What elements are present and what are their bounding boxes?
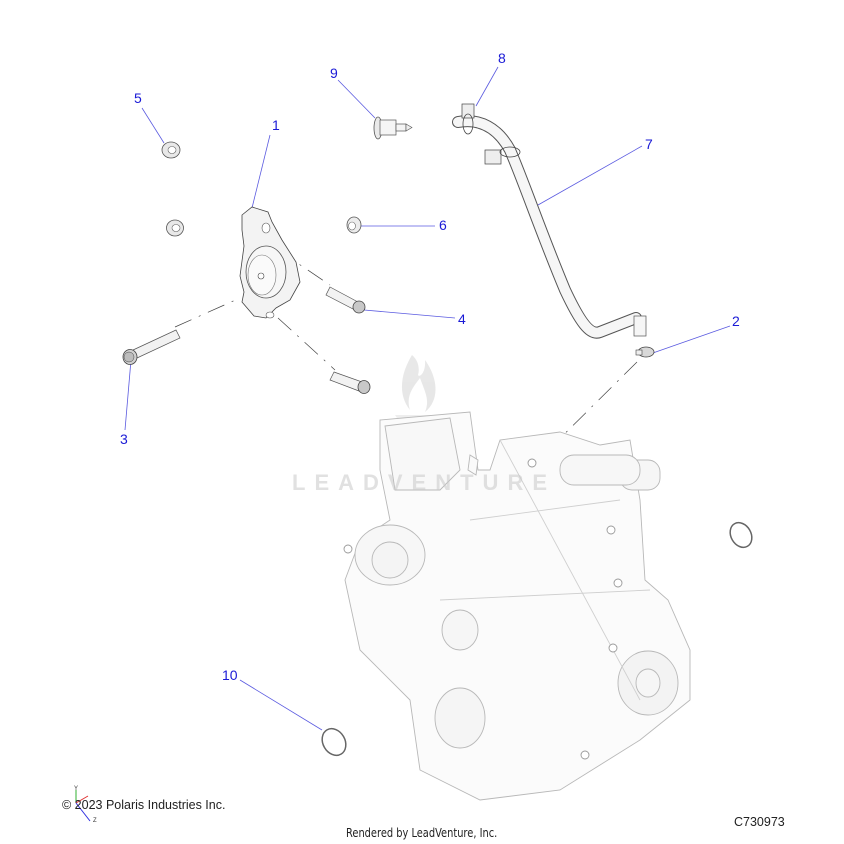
- part-9-fitting[interactable]: [373, 116, 413, 140]
- part-3-bolt[interactable]: [122, 329, 181, 365]
- callout-1[interactable]: 1: [272, 117, 280, 133]
- leader-line-10: [239, 679, 323, 731]
- part-2-clamp[interactable]: [635, 346, 655, 358]
- rendered-by-text: Rendered by LeadVenture, Inc.: [346, 826, 498, 840]
- callout-5[interactable]: 5: [134, 90, 142, 106]
- diagram-code: C730973: [734, 815, 785, 829]
- part-4-bolt[interactable]: [325, 286, 366, 314]
- callout-9[interactable]: 9: [330, 65, 338, 81]
- leader-line-7: [537, 145, 643, 206]
- callout-7[interactable]: 7: [645, 136, 653, 152]
- o-ring-right[interactable]: [726, 519, 756, 552]
- part-5-nut[interactable]: [161, 141, 181, 159]
- copyright-text: © 2023 Polaris Industries Inc.: [62, 798, 226, 812]
- leader-line-2: [649, 325, 731, 355]
- callout-8[interactable]: 8: [498, 50, 506, 66]
- callout-6[interactable]: 6: [439, 217, 447, 233]
- axis-y-label: Y: [74, 786, 79, 792]
- callout-3[interactable]: 3: [120, 431, 128, 447]
- leader-line-8: [475, 66, 499, 107]
- callout-10[interactable]: 10: [222, 667, 238, 683]
- callout-4[interactable]: 4: [458, 311, 466, 327]
- axis-z-label: Z: [93, 818, 97, 824]
- leader-line-4: [363, 309, 456, 319]
- bolt[interactable]: [329, 371, 371, 394]
- leader-line-1: [251, 134, 271, 209]
- leader-line-9: [337, 79, 376, 119]
- callout-2[interactable]: 2: [732, 313, 740, 329]
- leader-line-5: [141, 107, 165, 144]
- watermark-text: LEADVENTURE: [292, 470, 557, 495]
- transaxle-assembly: [343, 411, 691, 801]
- part-8-clamp[interactable]: [461, 103, 521, 165]
- nut[interactable]: [166, 219, 184, 237]
- leader-lines: [124, 66, 731, 731]
- part-7-hose[interactable]: [452, 115, 647, 339]
- part-1-sensor[interactable]: [239, 206, 301, 319]
- part-10-o-ring[interactable]: [317, 724, 350, 759]
- axis-triad: [75, 790, 91, 822]
- part-6-grommet[interactable]: [346, 216, 362, 234]
- leader-line-3: [124, 359, 132, 431]
